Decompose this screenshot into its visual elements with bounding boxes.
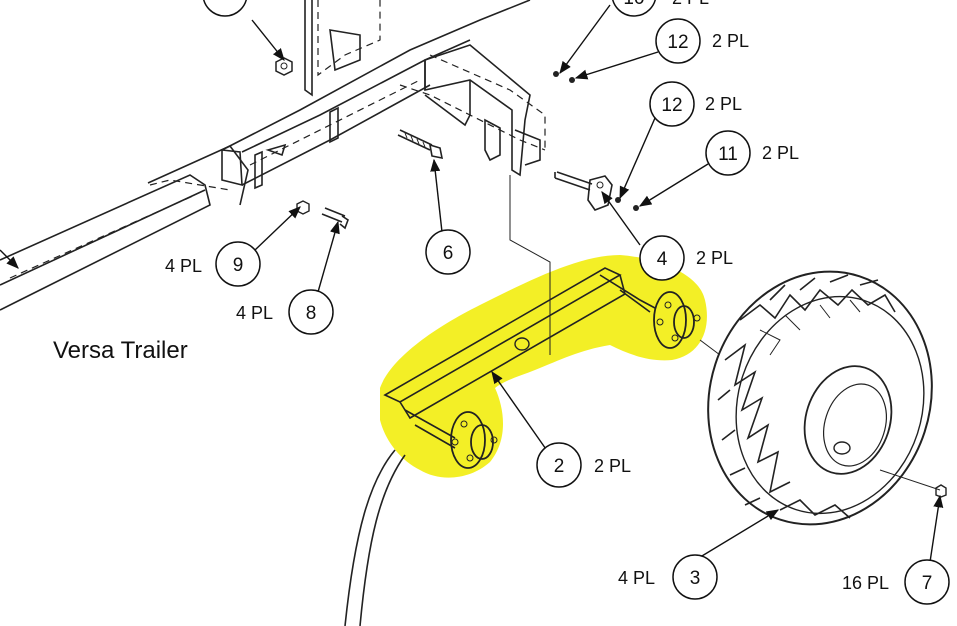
- svg-text:2 PL: 2 PL: [672, 0, 709, 8]
- svg-text:11: 11: [718, 144, 738, 165]
- svg-text:10: 10: [623, 0, 644, 9]
- diagram-title: Versa Trailer: [53, 337, 188, 364]
- nut-part: [275, 57, 293, 76]
- axle-highlight: [380, 255, 707, 478]
- svg-text:16 PL: 16 PL: [842, 573, 889, 593]
- svg-text:2 PL: 2 PL: [705, 94, 742, 114]
- callout-7: 7 16 PL: [842, 559, 950, 605]
- callout-4: 4 2 PL: [639, 235, 733, 281]
- pin-4-part: [554, 171, 593, 191]
- callout-9: 9 4 PL: [165, 241, 261, 287]
- trailer-frame: [0, 0, 551, 355]
- svg-text:12: 12: [667, 32, 688, 53]
- svg-text:2: 2: [554, 456, 565, 477]
- svg-text:8: 8: [306, 303, 317, 324]
- svg-text:4 PL: 4 PL: [618, 568, 655, 588]
- svg-text:6: 6: [443, 243, 454, 264]
- callout-10: 10 2 PL: [612, 0, 709, 17]
- tire-wheel-part: [707, 270, 941, 526]
- axle-part: [383, 267, 721, 469]
- svg-text:12: 12: [661, 95, 682, 116]
- cable: [344, 449, 406, 626]
- callout-12-mid: 12 2 PL: [649, 81, 742, 127]
- svg-text:2 PL: 2 PL: [712, 31, 749, 51]
- leader-lines: [0, 4, 944, 563]
- svg-text:9: 9: [233, 255, 244, 276]
- callout-6: 6: [425, 229, 471, 275]
- callout-12-top: 12 2 PL: [655, 18, 749, 64]
- svg-text:3: 3: [690, 568, 701, 589]
- svg-text:2 PL: 2 PL: [762, 143, 799, 163]
- svg-text:4: 4: [657, 249, 668, 270]
- svg-text:4 PL: 4 PL: [165, 256, 202, 276]
- bolt-6-part: [397, 129, 444, 160]
- callout-8: 8 4 PL: [236, 289, 334, 335]
- callout-3: 3 4 PL: [618, 554, 718, 600]
- svg-text:2 PL: 2 PL: [594, 456, 631, 476]
- svg-text:4 PL: 4 PL: [236, 303, 273, 323]
- svg-text:2 PL: 2 PL: [696, 248, 733, 268]
- callout-11: 11 2 PL: [705, 130, 799, 176]
- callout-2: 2 2 PL: [536, 442, 631, 488]
- svg-text:7: 7: [922, 573, 933, 594]
- callout-unlabeled-top: [203, 0, 247, 17]
